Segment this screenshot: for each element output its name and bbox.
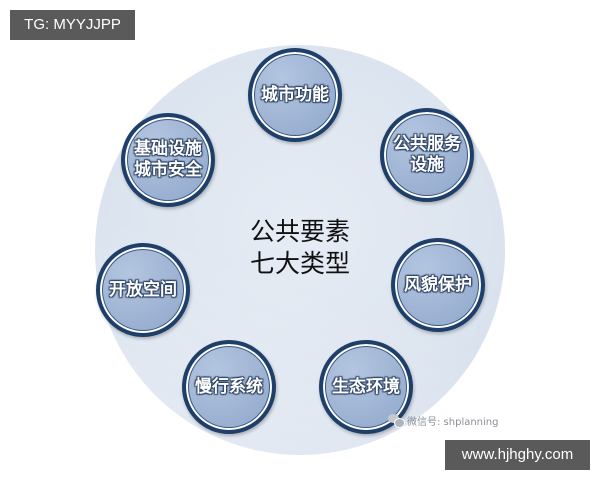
- node-slow-traffic-system: 慢行系统: [182, 340, 276, 434]
- node-infrastructure-safety: 基础设施 城市安全: [121, 113, 215, 207]
- center-title: 公共要素 七大类型: [249, 217, 350, 278]
- node-label: 公共服务 设施: [393, 134, 461, 175]
- node-label: 风貌保护: [404, 274, 472, 295]
- node-urban-function: 城市功能: [248, 48, 342, 142]
- node-label: 生态环境: [332, 376, 400, 397]
- node-townscape-protection: 风貌保护: [391, 238, 485, 332]
- node-public-service: 公共服务 设施: [380, 108, 474, 202]
- watermark-text: 微信号: shplanning: [407, 417, 499, 428]
- node-open-space: 开放空间: [96, 243, 190, 337]
- wechat-icon: [388, 414, 405, 428]
- tg-badge: TG: MYYJJPP: [10, 10, 135, 40]
- site-badge: www.hjhghy.com: [445, 440, 590, 470]
- node-label: 慢行系统: [195, 376, 263, 397]
- node-label: 开放空间: [109, 279, 177, 300]
- wechat-watermark: 微信号: shplanning: [388, 413, 499, 428]
- node-label: 基础设施 城市安全: [134, 139, 202, 180]
- node-label: 城市功能: [261, 84, 329, 105]
